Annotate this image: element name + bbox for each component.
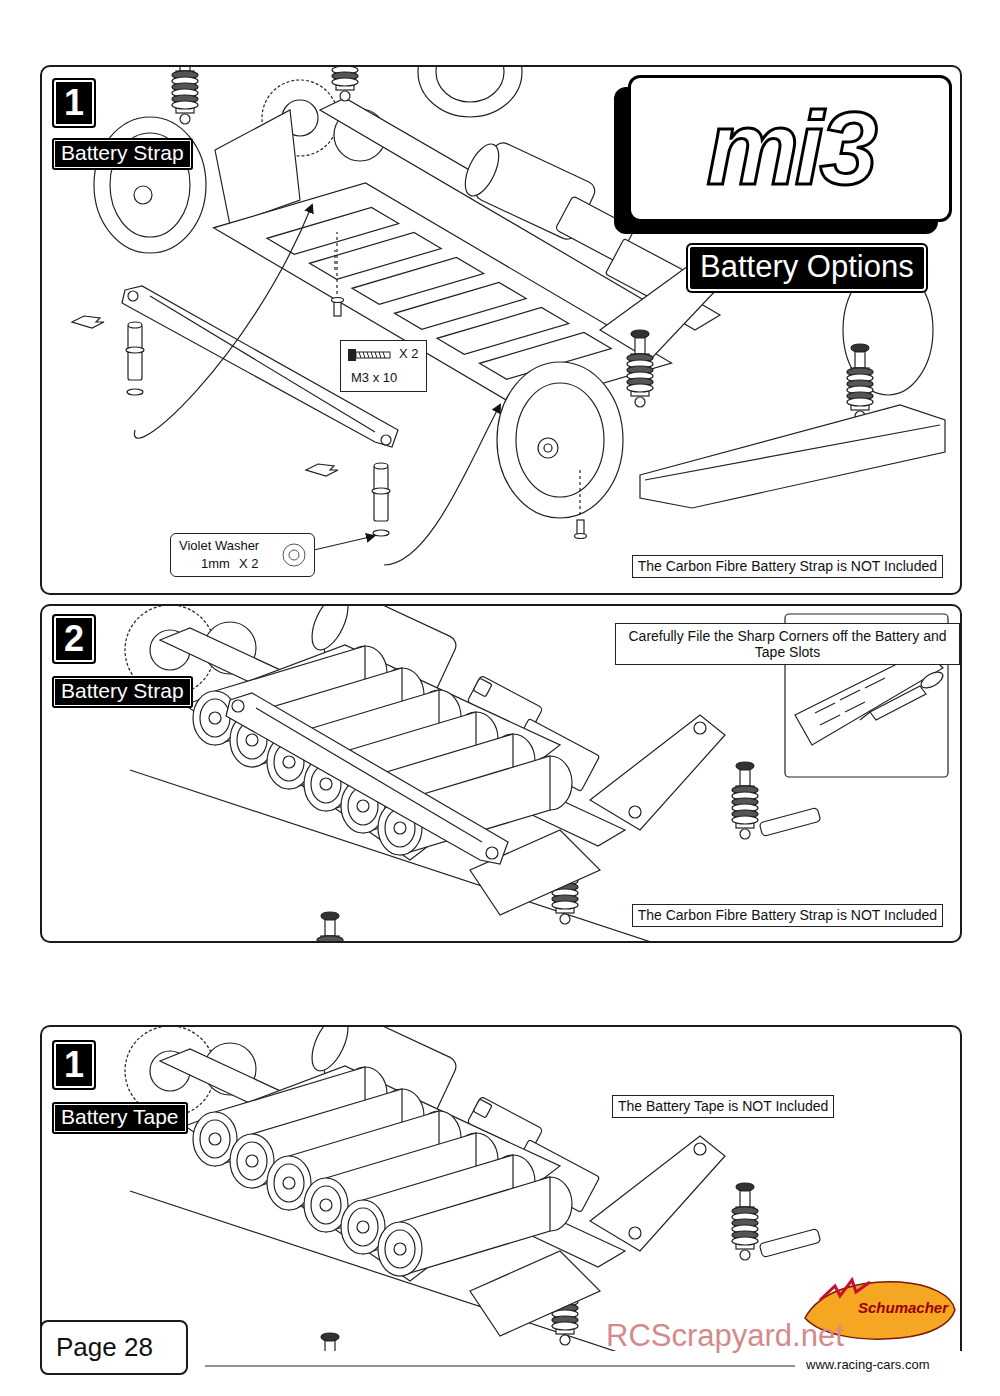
illustration-part	[373, 530, 389, 536]
illustration-part	[359, 352, 385, 358]
note-text: The Battery Tape is NOT Included	[618, 1098, 828, 1114]
illustration-part	[256, 708, 482, 842]
illustration-part	[134, 186, 152, 204]
illustration-part	[575, 534, 587, 539]
illustration-part	[458, 139, 505, 201]
quantity: X 2	[399, 346, 419, 361]
illustration-part	[306, 464, 338, 476]
illustration-part	[332, 298, 344, 303]
illustration-part	[544, 444, 552, 452]
section-title: Battery Options	[686, 243, 928, 293]
panel3-art	[125, 1027, 821, 1351]
illustration-part	[645, 425, 940, 480]
illustration-part	[579, 470, 580, 515]
illustration-part	[840, 690, 860, 700]
screw-callout: X 2M3 x 10	[340, 340, 427, 392]
washer-icon	[280, 541, 308, 569]
illustration-part	[348, 349, 356, 361]
illustration-part	[384, 405, 500, 565]
illustration-part	[870, 686, 926, 720]
tip-box: Carefully File the Sharp Corners off the…	[615, 623, 960, 665]
step-title: Battery Strap	[52, 676, 193, 708]
illustration-part	[516, 383, 604, 497]
illustration-part	[125, 1027, 821, 1351]
footer-art	[205, 1280, 955, 1366]
part-size: 1mm	[201, 556, 230, 571]
step-title: Battery Tape	[52, 1102, 188, 1134]
illustration-part	[436, 67, 504, 102]
step-panel: 1Battery Strapmi3Battery OptionsX 2M3 x …	[40, 65, 962, 595]
illustration-part	[334, 250, 335, 270]
tip-text: Carefully File the Sharp Corners off the…	[622, 628, 953, 660]
screw-icon	[347, 347, 393, 363]
illustration-part	[172, 67, 198, 124]
illustration-part	[418, 67, 522, 117]
illustration-part	[865, 678, 885, 688]
page-number-box: Page 28	[40, 1320, 188, 1375]
illustration-part	[847, 344, 873, 421]
brand-logo-text: Schumacher	[858, 1299, 948, 1316]
washer-callout: Violet Washer 1mm X 2	[170, 533, 315, 577]
illustration-part	[820, 715, 840, 725]
illustration-part	[126, 347, 144, 353]
note-text: The Carbon Fibre Battery Strap is NOT In…	[638, 907, 937, 923]
note-box: The Carbon Fibre Battery Strap is NOT In…	[632, 555, 943, 578]
note-box: The Battery Tape is NOT Included	[612, 1095, 834, 1118]
illustration-part	[283, 544, 305, 566]
website: www.racing-cars.com	[806, 1357, 930, 1372]
illustration-part	[860, 712, 870, 720]
illustration-part	[332, 67, 358, 101]
step-title: Battery Strap	[52, 138, 193, 170]
logo-text: mi3	[631, 78, 949, 218]
step-panel: 1Battery Tape The Battery Tape is NOT Inc…	[40, 1025, 962, 1351]
part-name: Violet Washer	[179, 538, 259, 553]
illustration-part	[226, 693, 508, 864]
step-number: 1	[52, 78, 96, 128]
illustration-part	[381, 435, 391, 445]
illustration-part	[919, 669, 946, 691]
illustration-part	[820, 1280, 870, 1300]
illustration-part	[127, 389, 143, 395]
watermark: RCScrapyard.net	[606, 1318, 844, 1354]
step-number: 1	[52, 1040, 96, 1090]
illustration-part	[627, 330, 653, 407]
model-logo: mi3	[628, 75, 952, 222]
illustration-part	[486, 847, 498, 859]
illustration-part	[372, 488, 390, 494]
illustration-part	[232, 700, 244, 712]
section-title-text: Battery Options	[700, 249, 914, 285]
illustration-part	[374, 463, 388, 469]
page-number: Page 28	[56, 1332, 172, 1363]
note-box: The Carbon Fibre Battery Strap is NOT In…	[632, 904, 943, 927]
quantity: X 2	[239, 556, 259, 571]
illustration-part	[336, 232, 337, 294]
illustration-part	[815, 703, 835, 713]
step-number: 2	[52, 614, 96, 664]
illustration-part	[538, 438, 558, 458]
illustration-part	[497, 362, 623, 518]
illustration-part	[128, 322, 142, 328]
illustration-part	[640, 405, 945, 508]
illustration-part	[289, 550, 299, 560]
illustration-part	[72, 316, 104, 328]
part-size: M3 x 10	[351, 370, 397, 385]
note-text: The Carbon Fibre Battery Strap is NOT In…	[638, 558, 937, 574]
step-panel: 2Battery Strap Carefully File the Sharp C…	[40, 604, 962, 943]
illustration-part	[134, 205, 312, 438]
illustration-part	[356, 352, 390, 358]
illustration-part	[845, 702, 865, 712]
illustration-part	[128, 291, 138, 301]
illustration-part	[205, 1365, 795, 1366]
illustration-part	[314, 536, 374, 550]
